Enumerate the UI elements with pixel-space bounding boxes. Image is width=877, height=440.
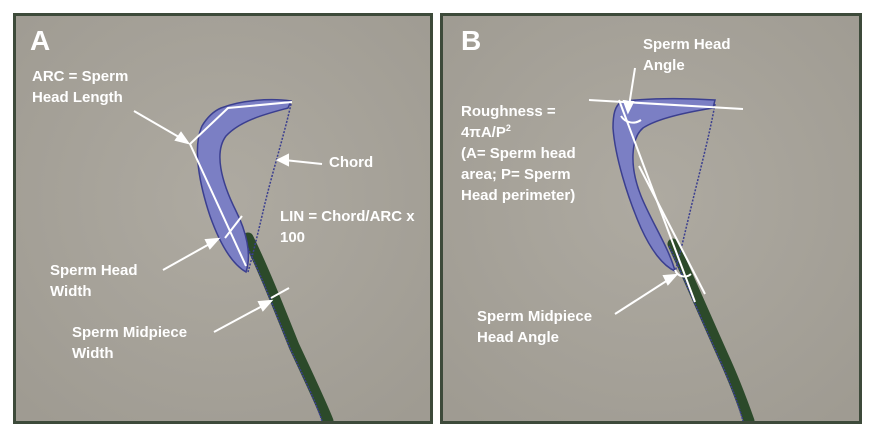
sperm-head-a — [196, 98, 293, 274]
arc-label-line2: Head Length — [32, 89, 123, 106]
head-width-label-line2: Width — [50, 283, 92, 300]
panel-letter-b: B — [461, 25, 482, 56]
roughness-label-line5: Head perimeter) — [461, 187, 576, 204]
midpiece-width-label-line2: Width — [72, 345, 114, 362]
sperm-micrograph-a — [16, 16, 430, 421]
arc-label-line1: ARC = Sperm — [32, 68, 129, 85]
chord-outline-a — [247, 103, 292, 273]
arc-arrow-a — [133, 110, 185, 141]
midpiece-width-arrow-a — [213, 303, 267, 333]
head-angle-label-line1: Sperm Head — [643, 36, 731, 53]
head-width-label-line1: Sperm Head — [50, 262, 138, 279]
roughness-label-line4: area; P= Sperm — [461, 166, 571, 183]
midpiece-width-line-a — [270, 287, 290, 299]
roughness-formula: 4πA/P — [461, 124, 506, 141]
head-width-arrow-a — [162, 241, 214, 271]
midpiece-angle-label-line1: Sperm Midpiece — [477, 308, 593, 325]
panel-letter-a: A — [30, 25, 51, 56]
chord-label: Chord — [329, 154, 374, 171]
lin-label-line2: 100 — [280, 229, 306, 246]
panel-a: A ARC = Sperm Head Length Chord LIN = Ch… — [13, 13, 433, 424]
roughness-label: Roughness = 4πA/P2 (A= Sperm head area; … — [461, 101, 576, 206]
roughness-label-line2: 4πA/P2 — [461, 122, 576, 143]
head-angle-arrow-b — [628, 67, 636, 107]
head-angle-label: Sperm Head Angle — [643, 34, 731, 76]
midpiece-angle-arc-b — [674, 269, 692, 278]
midpiece-width-label-line1: Sperm Midpiece — [72, 324, 188, 341]
head-width-label: Sperm Head Width — [50, 260, 138, 302]
midpiece-width-label: Sperm Midpiece Width — [72, 322, 187, 364]
lin-label: LIN = Chord/ARC x 100 — [280, 206, 415, 248]
arc-line-a — [188, 101, 293, 267]
roughness-exponent: 2 — [505, 123, 511, 133]
chord-arrow-a — [283, 159, 323, 165]
sperm-micrograph-b — [443, 16, 859, 421]
head-angle-label-line2: Angle — [643, 57, 685, 74]
midpiece-angle-line-b — [638, 165, 706, 295]
midpiece-b — [667, 238, 755, 421]
roughness-label-line3: (A= Sperm head — [461, 145, 576, 162]
lin-label-line1: LIN = Chord/ARC x — [280, 208, 415, 225]
head-angle-line-top-b — [588, 99, 744, 110]
head-width-line-a — [224, 215, 243, 239]
arc-label: ARC = Sperm Head Length — [32, 66, 128, 108]
midpiece-angle-label-line2: Head Angle — [477, 329, 559, 346]
midpiece-angle-arrow-b — [614, 277, 672, 315]
head-angle-arc-b — [620, 115, 642, 124]
midpiece-angle-label: Sperm Midpiece Head Angle — [477, 306, 592, 348]
panel-b: B Sperm Head Angle Roughness = 4πA/P2 (A… — [440, 13, 862, 424]
midpiece-a — [242, 232, 334, 421]
roughness-label-line1: Roughness = — [461, 103, 556, 120]
